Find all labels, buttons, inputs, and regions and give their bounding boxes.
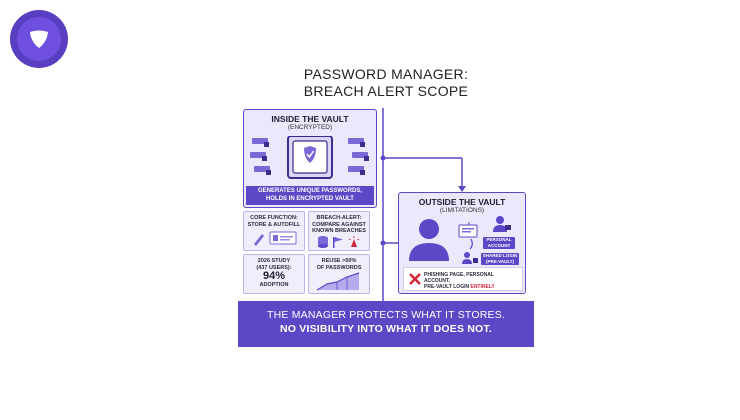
feature-reuse-line-2: OF PASSWORDS: [316, 264, 362, 271]
feature-study-line-1: 2026 STUDY: [257, 258, 291, 264]
caption-line-2: HOLDS IN ENCRYPTED VAULT: [266, 196, 354, 202]
feature-breach-alert-label: BREACH-ALERT: COMPARE AGAINST KNOWN BREA…: [309, 215, 369, 235]
outside-vault-subheading: (LIMITATIONS): [439, 207, 485, 214]
infographic-title: PASSWORD MANAGER: BREACH ALERT SCOPE: [238, 66, 534, 100]
warning-line-2-text: PRE-VAULT LOGIN: [424, 284, 470, 290]
database-alert-icon: [318, 235, 360, 248]
inside-vault-panel: INSIDE THE VAULT (ENCRYPTED) GENERATES U…: [243, 109, 377, 208]
feature-core-function-line-2: STORE & AUTOFILL: [247, 221, 301, 228]
warning-line-2: PRE-VAULT LOGIN ENTIRELY: [424, 284, 520, 290]
limitation-warning: PHISHING PAGE, PERSONAL ACCOUNT, PRE-VAU…: [403, 267, 523, 291]
rising-area-chart-icon: [316, 272, 360, 291]
feature-breach-alert-line-2: COMPARE AGAINST: [312, 221, 366, 228]
personal-account-tag: PERSONAL ACCOUNT: [483, 237, 515, 249]
shared-login-tag: SHARED LOGIN (PRE-VAULT): [481, 253, 519, 265]
shared-login-line-1: SHARED LOGIN: [482, 253, 518, 258]
feature-core-function: CORE FUNCTION: STORE & AUTOFILL: [243, 211, 305, 251]
warning-entirely: ENTIRELY: [470, 284, 495, 290]
adoption-percentage: 94%: [262, 270, 286, 282]
personal-account-line-1: PERSONAL: [486, 237, 512, 242]
inside-vault-caption: GENERATES UNIQUE PASSWORDS, HOLDS IN ENC…: [246, 186, 374, 205]
limitation-warning-text: PHISHING PAGE, PERSONAL ACCOUNT, PRE-VAU…: [424, 272, 520, 290]
feature-study-line-2: (437 USERS):: [256, 264, 292, 271]
feature-core-function-line-1: CORE FUNCTION:: [250, 215, 298, 221]
warning-line-1: PHISHING PAGE, PERSONAL ACCOUNT,: [424, 272, 494, 284]
inside-vault-subheading: (ENCRYPTED): [287, 124, 333, 131]
feature-study-label: 2026 STUDY (437 USERS):: [244, 258, 304, 271]
shared-login-icon: [462, 252, 478, 264]
feature-breach-alert-line-1: BREACH-ALERT:: [316, 215, 362, 221]
feature-core-function-label: CORE FUNCTION: STORE & AUTOFILL: [244, 215, 304, 228]
feature-reuse-line-1: REUSE >50%: [321, 258, 357, 264]
phishing-page-icon: [458, 222, 478, 250]
feature-breach-alert: BREACH-ALERT: COMPARE AGAINST KNOWN BREA…: [308, 211, 370, 251]
shield-logo-icon: [17, 17, 61, 61]
connector-lines: [380, 108, 466, 301]
user-silhouette-icon: [409, 219, 449, 261]
title-line-2: BREACH ALERT SCOPE: [303, 83, 469, 99]
personal-account-line-2: ACCOUNT: [487, 242, 511, 248]
autofill-form-icon: [254, 231, 297, 246]
conclusion-banner: THE MANAGER PROTECTS WHAT IT STORES. NO …: [238, 301, 534, 347]
outside-vault-heading: OUTSIDE THE VAULT: [418, 197, 506, 207]
feature-reuse-label: REUSE >50% OF PASSWORDS: [309, 258, 369, 271]
shared-login-line-2: (PRE-VAULT): [485, 258, 515, 264]
banner-line-1: THE MANAGER PROTECTS WHAT IT STORES.: [266, 309, 506, 321]
feature-study-adoption: 2026 STUDY (437 USERS): 94% ADOPTION: [243, 254, 305, 294]
caption-line-1: GENERATES UNIQUE PASSWORDS,: [257, 188, 363, 194]
outside-vault-panel: OUTSIDE THE VAULT (LIMITATIONS) PERSONAL…: [398, 192, 526, 294]
app-logo[interactable]: [10, 10, 68, 68]
title-line-1: PASSWORD MANAGER:: [303, 66, 469, 82]
feature-breach-alert-line-3: KNOWN BREACHES: [312, 228, 366, 234]
infographic: PASSWORD MANAGER: BREACH ALERT SCOPE INS…: [238, 58, 534, 348]
banner-line-2: NO VISIBILITY INTO WHAT IT DOES NOT.: [280, 323, 492, 335]
red-x-icon: [409, 273, 421, 285]
personal-account-icon: [493, 216, 511, 232]
vault-safe-icon: [250, 136, 369, 179]
adoption-label: ADOPTION: [259, 282, 289, 288]
inside-vault-heading: INSIDE THE VAULT: [271, 114, 349, 124]
feature-password-reuse: REUSE >50% OF PASSWORDS: [308, 254, 370, 294]
